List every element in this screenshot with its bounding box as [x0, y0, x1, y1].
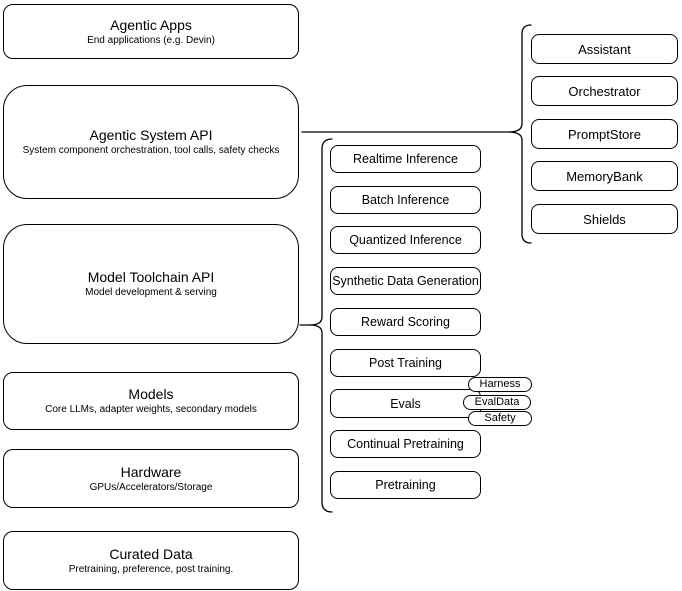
- node-orchestrator: Orchestrator: [531, 76, 678, 106]
- node-pretraining: Pretraining: [330, 471, 481, 499]
- node-batch-inference: Batch Inference: [330, 186, 481, 214]
- node-promptstore: PromptStore: [531, 119, 678, 149]
- node-subtitle: End applications (e.g. Devin): [87, 34, 215, 46]
- node-label: PromptStore: [568, 126, 641, 142]
- node-label: Continual Pretraining: [347, 437, 464, 451]
- node-label: Orchestrator: [568, 83, 641, 99]
- node-subtitle: System component orchestration, tool cal…: [22, 145, 280, 156]
- node-hardware: Hardware GPUs/Accelerators/Storage: [3, 449, 299, 508]
- node-title: Curated Data: [109, 545, 193, 562]
- node-quantized-inference: Quantized Inference: [330, 226, 481, 254]
- pill-harness: Harness: [468, 377, 532, 392]
- node-models: Models Core LLMs, adapter weights, secon…: [3, 372, 299, 430]
- node-synthetic-data-generation: Synthetic Data Generation: [330, 267, 481, 295]
- node-realtime-inference: Realtime Inference: [330, 145, 481, 173]
- node-memorybank: MemoryBank: [531, 161, 678, 191]
- node-model-toolchain-api: Model Toolchain API Model development & …: [3, 224, 299, 344]
- node-label: Shields: [583, 211, 626, 227]
- node-assistant: Assistant: [531, 34, 678, 64]
- pill-label: EvalData: [474, 396, 520, 408]
- node-post-training: Post Training: [330, 349, 481, 377]
- node-label: Quantized Inference: [349, 233, 462, 247]
- node-title: Agentic System API: [89, 127, 213, 143]
- node-title: Agentic Apps: [110, 16, 192, 33]
- node-evals: Evals: [330, 389, 481, 418]
- node-label: Pretraining: [375, 478, 436, 492]
- node-label: Batch Inference: [361, 193, 450, 207]
- components-brace: [507, 24, 532, 244]
- node-subtitle: GPUs/Accelerators/Storage: [89, 481, 213, 493]
- node-curated-data: Curated Data Pretraining, preference, po…: [3, 531, 299, 590]
- node-continual-pretraining: Continual Pretraining: [330, 430, 481, 458]
- node-label: Synthetic Data Generation: [332, 274, 479, 288]
- node-agentic-system-api: Agentic System API System component orch…: [3, 85, 299, 199]
- node-title: Model Toolchain API: [87, 269, 215, 285]
- node-title: Hardware: [120, 463, 182, 480]
- node-title: Models: [128, 386, 174, 402]
- toolchain-brace: [309, 138, 333, 513]
- pill-evaldata: EvalData: [463, 395, 531, 410]
- pill-label: Harness: [479, 378, 521, 390]
- pill-label: Safety: [484, 412, 516, 424]
- node-reward-scoring: Reward Scoring: [330, 308, 481, 336]
- node-subtitle: Core LLMs, adapter weights, secondary mo…: [45, 404, 257, 415]
- node-label: Assistant: [578, 41, 631, 57]
- node-label: Post Training: [369, 356, 442, 370]
- pill-safety: Safety: [468, 411, 532, 426]
- node-label: Evals: [390, 396, 421, 411]
- node-subtitle: Model development & serving: [85, 287, 217, 298]
- node-agentic-apps: Agentic Apps End applications (e.g. Devi…: [3, 4, 299, 59]
- node-label: MemoryBank: [566, 168, 643, 184]
- node-subtitle: Pretraining, preference, post training.: [68, 563, 234, 575]
- node-shields: Shields: [531, 204, 678, 234]
- node-label: Reward Scoring: [361, 315, 450, 329]
- node-label: Realtime Inference: [353, 152, 458, 166]
